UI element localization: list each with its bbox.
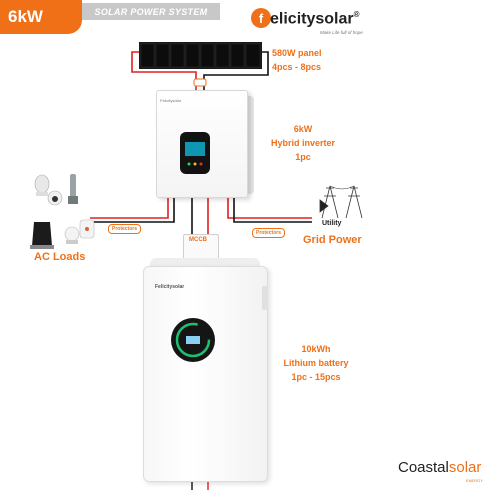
solar-panel: [170, 43, 185, 68]
battery-display-icon: [175, 322, 211, 358]
utility-label: Utility: [322, 220, 342, 227]
battery-display: [171, 318, 215, 362]
brand-name: elicitysolar®: [270, 10, 360, 28]
protector-ac-side: Protectors: [108, 224, 142, 234]
registered-mark: ®: [353, 10, 360, 19]
brand-logo-icon: f: [251, 8, 271, 28]
water-pump-icon: [68, 174, 78, 204]
solar-panel: [200, 43, 215, 68]
socket-icon: [79, 219, 95, 239]
ac-loads-label: AC Loads: [34, 251, 86, 263]
coastal-logo-sub: ENERGY: [466, 478, 483, 483]
projector-icon: [64, 226, 80, 244]
panel-protector-icon: [193, 78, 207, 87]
inverter-display: [180, 132, 210, 174]
solar-panel: [140, 43, 155, 68]
panel-spec-line1: 580W panel: [272, 48, 322, 58]
lithium-battery: [143, 266, 268, 482]
kettle-icon: [30, 222, 54, 249]
grid-wiring: [227, 196, 312, 223]
panel-spec-line2: 4pcs - 8pcs: [272, 62, 322, 72]
battery-spec-line1: 10kWh: [301, 344, 331, 354]
solar-panel: [185, 43, 200, 68]
solar-panel: [215, 43, 230, 68]
coastal-solar-logo: Coastalsolar: [398, 459, 481, 476]
battery-brand: Felicitysolar: [155, 284, 185, 290]
inverter-brand: Felicitysolar: [160, 98, 182, 103]
brand-tagline: Make Life full of hope: [320, 30, 363, 35]
battery-handle: [262, 286, 268, 310]
inverter-spec-line1: 6kW: [293, 124, 313, 134]
inverter-side: [246, 96, 254, 194]
solar-panel: [245, 43, 261, 68]
solar-panel: [230, 43, 245, 68]
ac-load-wiring: [90, 196, 175, 223]
mccb-label: MCCB: [189, 237, 207, 243]
mccb-breaker: [183, 234, 219, 262]
system-title: SOLAR POWER SYSTEM: [82, 3, 220, 20]
battery-spec-line3: 1pc - 15pcs: [291, 372, 341, 382]
ac-loads-group: [30, 174, 95, 249]
protector-grid-side: Protectors: [252, 228, 286, 238]
inverter-display-icon: [185, 142, 205, 166]
solar-panel: [155, 43, 170, 68]
battery-spec-line2: Lithium battery: [283, 358, 349, 368]
coastal-logo-text-a: Coastal: [398, 459, 449, 476]
brand-name-text: elicitysolar: [270, 10, 354, 28]
utility-tower-icon: [319, 185, 363, 219]
power-badge: 6kW: [0, 0, 82, 34]
cctv-camera-icon: [34, 174, 50, 196]
inverter-spec-line3: 1pc: [295, 152, 311, 162]
dome-camera-icon: [47, 190, 63, 206]
solar-panel-array: [139, 42, 262, 69]
coastal-logo-text-b: solar: [448, 459, 482, 476]
grid-power-label: Grid Power: [303, 234, 362, 246]
inverter-spec-line2: Hybrid inverter: [270, 138, 336, 148]
